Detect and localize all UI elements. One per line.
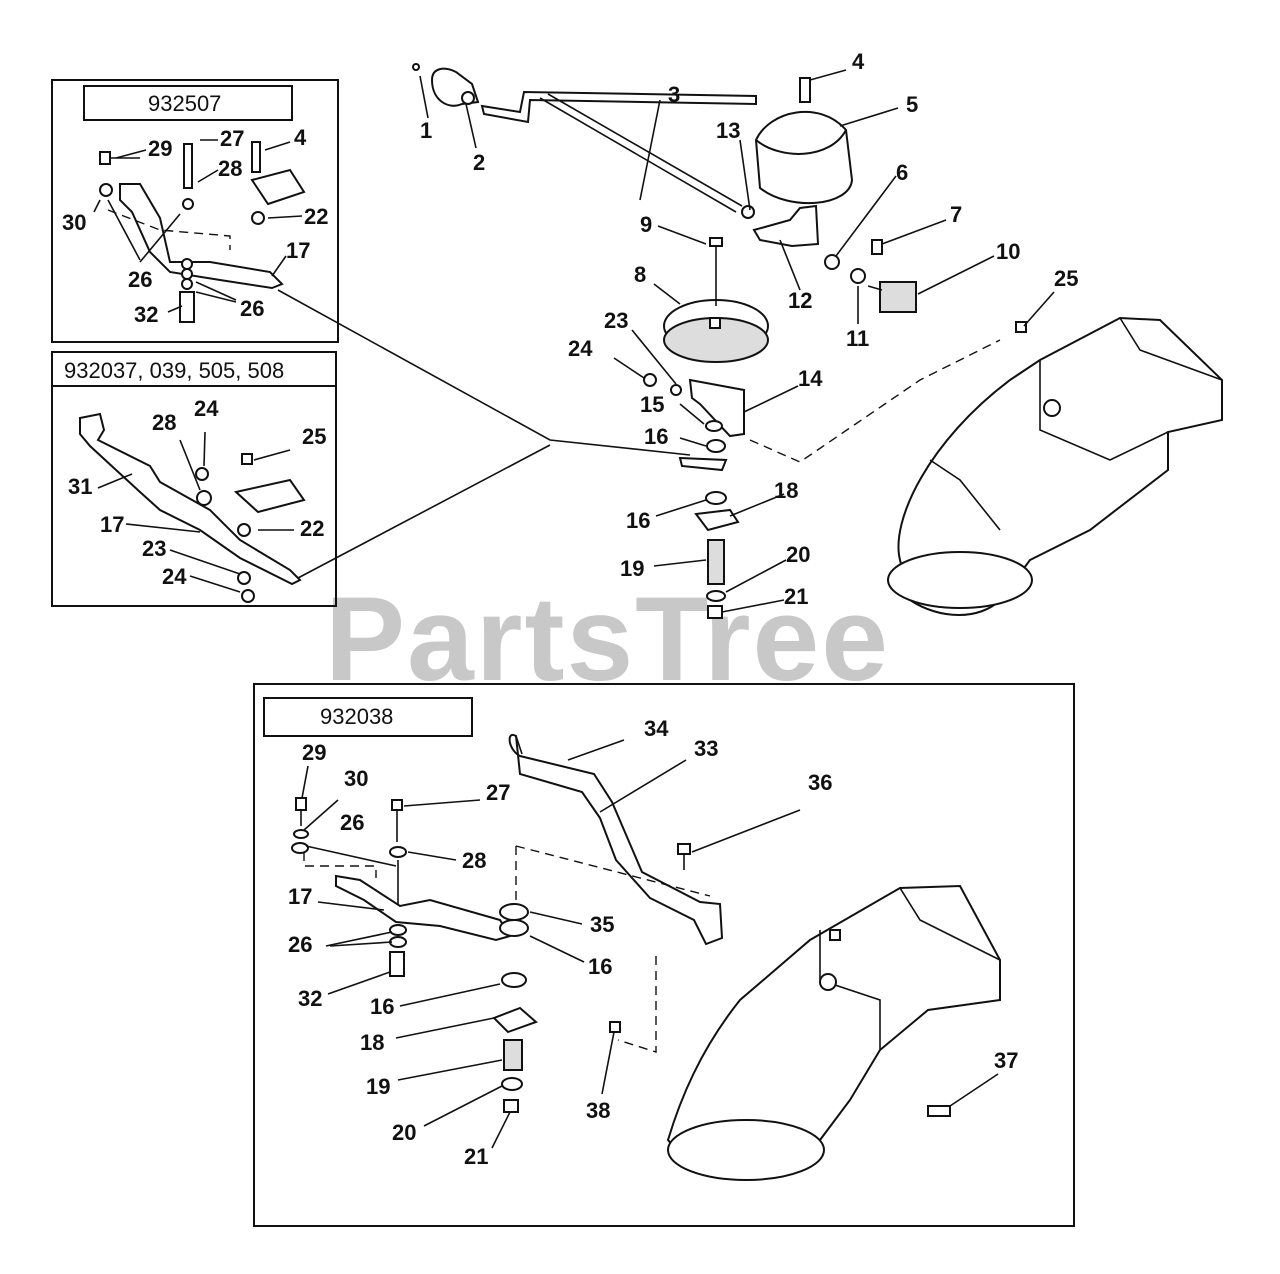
label-c-26-bottom: 26	[288, 932, 312, 957]
label-c-16-left: 16	[370, 994, 394, 1019]
label-a-26-top: 26	[128, 267, 152, 292]
label-c-37: 37	[994, 1048, 1018, 1073]
label-main-6: 6	[896, 160, 908, 185]
label-main-11: 11	[846, 326, 869, 351]
label-main-15: 15	[640, 392, 664, 417]
label-a-30: 30	[62, 210, 86, 235]
label-a-29: 29	[148, 136, 172, 161]
label-b-25: 25	[302, 424, 326, 449]
box-b-title: 932037, 039, 505, 508	[64, 358, 284, 383]
label-c-36: 36	[808, 770, 832, 795]
label-c-20: 20	[392, 1120, 416, 1145]
inset-box-932037: 932037, 039, 505, 508 24 28 25 31 17 22 …	[51, 351, 337, 607]
label-main-24: 24	[568, 336, 593, 361]
label-main-13: 13	[716, 118, 740, 143]
label-b-24-bottom: 24	[162, 564, 187, 589]
label-main-8: 8	[634, 262, 646, 287]
label-c-32: 32	[298, 986, 322, 1011]
label-main-20: 20	[786, 542, 810, 567]
label-c-38: 38	[586, 1098, 610, 1123]
label-main-1: 1	[420, 118, 432, 143]
main-assembly: 1 2 3 4 5 13 6 7 9 10 8 12 25 23 11 24 1…	[412, 49, 1223, 619]
label-main-25: 25	[1054, 266, 1078, 291]
label-a-17: 17	[286, 238, 310, 263]
label-c-29: 29	[302, 740, 326, 765]
label-c-16-right: 16	[588, 954, 612, 979]
label-main-5: 5	[906, 92, 918, 117]
label-c-26-top: 26	[340, 810, 364, 835]
label-b-22: 22	[300, 516, 324, 541]
label-b-23: 23	[142, 536, 166, 561]
label-main-12: 12	[788, 288, 812, 313]
label-main-10: 10	[996, 239, 1020, 264]
inset-box-932038: 932038	[253, 683, 1075, 1227]
label-main-7: 7	[950, 202, 962, 227]
label-a-28: 28	[218, 156, 242, 181]
label-main-14: 14	[798, 366, 823, 391]
label-b-31: 31	[68, 474, 92, 499]
label-a-26-bottom: 26	[240, 296, 264, 321]
box-c-title: 932038	[320, 704, 393, 729]
label-main-23: 23	[604, 308, 628, 333]
label-b-17: 17	[100, 512, 124, 537]
label-main-19: 19	[620, 556, 644, 581]
label-c-21: 21	[464, 1144, 488, 1169]
label-main-18: 18	[774, 478, 798, 503]
label-a-27: 27	[220, 126, 244, 151]
label-c-27: 27	[486, 780, 510, 805]
label-c-33: 33	[694, 736, 718, 761]
inset-box-932507: 932507 29 27 4 28 30 22 26 17	[51, 79, 339, 343]
label-a-4: 4	[294, 125, 307, 150]
label-c-35: 35	[590, 912, 614, 937]
label-main-21: 21	[784, 584, 808, 609]
label-c-18: 18	[360, 1030, 384, 1055]
label-a-22: 22	[304, 204, 328, 229]
label-main-9: 9	[640, 212, 652, 237]
label-main-3: 3	[668, 82, 680, 107]
label-b-24-top: 24	[194, 396, 219, 421]
label-b-28: 28	[152, 410, 176, 435]
label-a-32: 32	[134, 302, 158, 327]
label-c-17: 17	[288, 884, 312, 909]
label-c-30: 30	[344, 766, 368, 791]
label-main-16-top: 16	[644, 424, 668, 449]
label-main-4: 4	[852, 49, 865, 74]
label-c-28: 28	[462, 848, 486, 873]
label-main-16-bottom: 16	[626, 508, 650, 533]
label-c-34: 34	[644, 716, 669, 741]
label-c-19: 19	[366, 1074, 390, 1099]
box-a-title: 932507	[148, 91, 221, 116]
label-main-2: 2	[473, 150, 485, 175]
